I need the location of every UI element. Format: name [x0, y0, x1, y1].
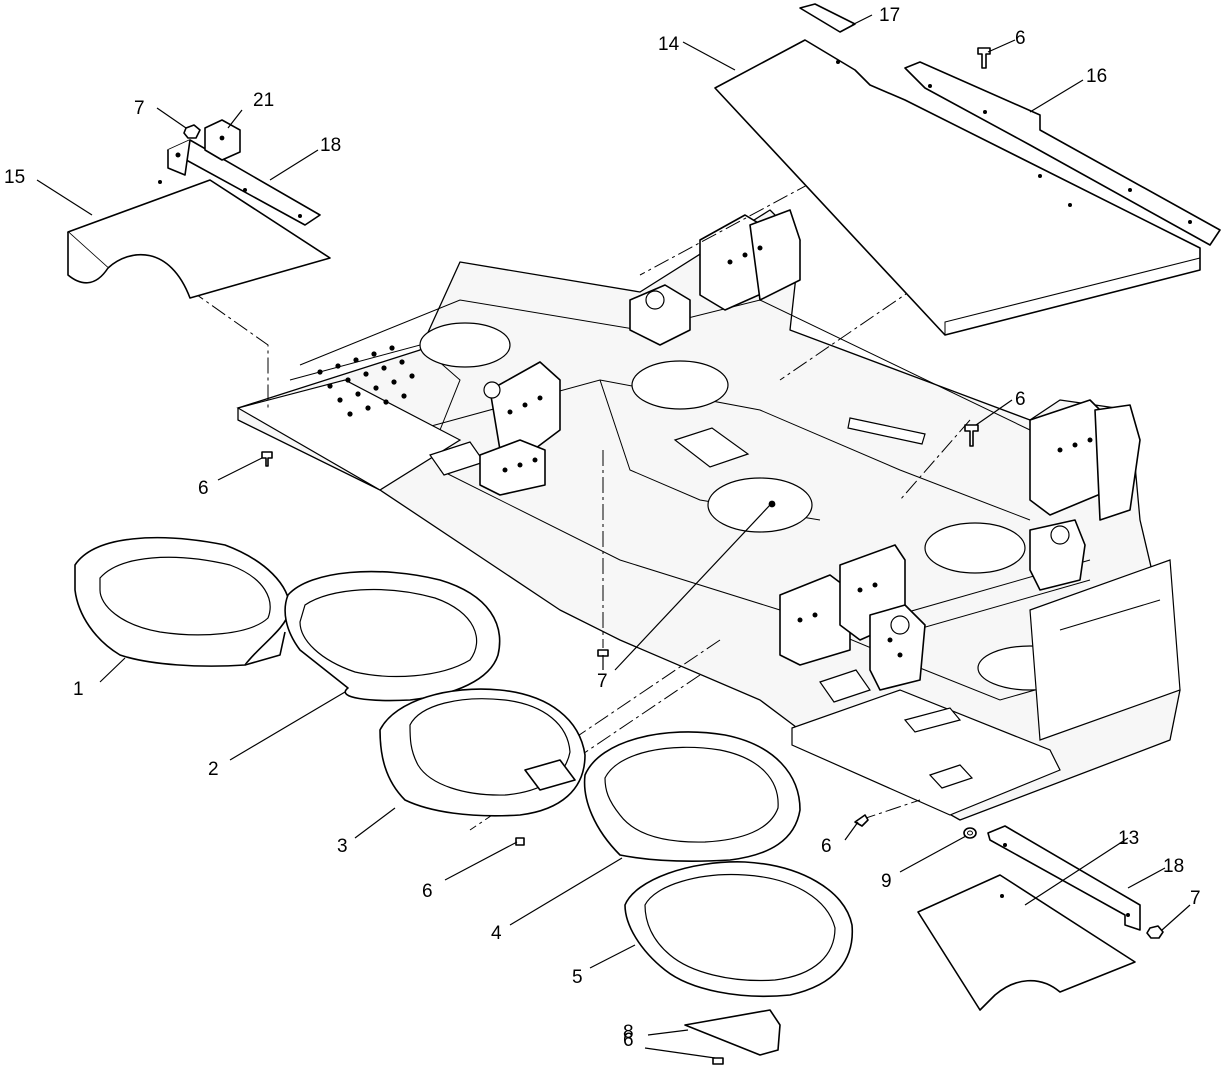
part-4-baffle [583, 731, 801, 862]
nut-7-left [183, 124, 201, 139]
pivot-brackets [479, 209, 1141, 691]
part-2-baffle [284, 570, 501, 702]
callout-6-bolt-top: 6 [1015, 28, 1026, 49]
callout-6-bolt-right: 6 [1015, 389, 1026, 410]
part-3-baffle [379, 688, 586, 817]
part-18-strap-left [167, 139, 321, 226]
callout-9: 9 [881, 871, 892, 892]
part-13-cover-right [917, 874, 1136, 1011]
callout-7-nut-right: 7 [1190, 888, 1201, 909]
decal-front [819, 669, 871, 703]
part-14-plate [714, 39, 1201, 336]
callout-labels: 1 2 3 4 5 6 6 6 6 6 6 7 7 7 8 9 13 14 15… [4, 5, 1201, 1051]
spindle-opening-right [924, 522, 1026, 574]
callout-7-nut-left: 7 [134, 98, 145, 119]
callout-6-bolt-bottom: 6 [623, 1030, 634, 1051]
bracket-center-rear [629, 284, 691, 346]
spindle-opening-center [707, 477, 813, 533]
decal-strip [847, 417, 926, 445]
footrest-holes [317, 345, 415, 417]
part-5-baffle [624, 861, 854, 998]
callout-17: 17 [879, 5, 900, 26]
callout-6-bolt-baffle: 6 [422, 881, 433, 902]
washer-9 [963, 827, 977, 839]
part-17-strip [799, 3, 856, 33]
callout-7-center: 7 [597, 671, 608, 692]
callout-6-bolt-front: 6 [821, 836, 832, 857]
callout-18-left: 18 [320, 135, 341, 156]
callout-18-right: 18 [1163, 856, 1184, 877]
callout-6-bolt-left: 6 [198, 478, 209, 499]
part-1-baffle [74, 536, 291, 667]
part-18-strap-right [987, 825, 1141, 931]
bracket-front-left [779, 574, 851, 666]
part-15-cover-left [67, 179, 331, 299]
callout-4: 4 [491, 923, 502, 944]
callout-5: 5 [572, 967, 583, 988]
decal-center [673, 427, 750, 468]
part-16-strap [904, 61, 1221, 246]
part-8-bracket [684, 1009, 781, 1056]
part-21-clip [204, 119, 241, 161]
spindle-opening-center-rear [631, 360, 729, 410]
callout-3: 3 [337, 836, 348, 857]
callout-16: 16 [1086, 66, 1107, 87]
bolts-6 [261, 424, 979, 1065]
spindle-opening-left-rear [419, 322, 511, 368]
bracket-front-right [869, 604, 926, 691]
callout-8: 8 [623, 1022, 634, 1043]
callout-15: 15 [4, 167, 25, 188]
callout-1: 1 [73, 679, 84, 700]
callout-14: 14 [658, 34, 680, 55]
callout-21: 21 [253, 90, 274, 111]
callout-2: 2 [208, 759, 219, 780]
bolt-6-top [977, 47, 991, 69]
nut-7-right [1146, 925, 1164, 939]
deck-frame [236, 209, 1181, 821]
leader-lines [36, 14, 1191, 1059]
callout-13: 13 [1118, 828, 1139, 849]
